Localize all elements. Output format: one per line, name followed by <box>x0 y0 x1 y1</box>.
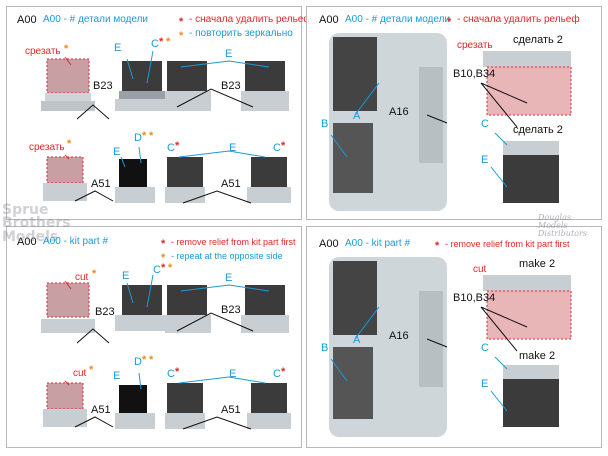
part-label-a51: A51 <box>91 178 111 190</box>
callout-e-en-bottom-right: E <box>229 368 237 380</box>
callout-c-bottom-right: C <box>273 142 281 154</box>
callout-d-en: D <box>134 356 142 368</box>
callout-e-bottom: E <box>113 146 121 158</box>
make2-label-2: сделать 2 <box>513 124 563 136</box>
cut-star-en: * <box>92 268 97 280</box>
douglas-models-watermark: Douglas Models Distributors <box>538 214 587 238</box>
callout-c-en: C <box>153 264 161 276</box>
callout-e: E <box>114 42 122 54</box>
watermark-d-line-2: Models <box>538 221 568 230</box>
part-label-a00-en: A00 <box>17 236 37 248</box>
watermark-line-2: Brothers <box>2 215 71 232</box>
callout-a: A <box>353 110 361 122</box>
part-label-a00-right: A00 <box>319 14 339 26</box>
cut-label-right: срезать <box>457 40 493 51</box>
part-label-b23: B23 <box>93 80 113 92</box>
part-label-a16-en: A16 <box>389 330 409 342</box>
cut-star-bottom: * <box>67 138 72 150</box>
part-label-a16: A16 <box>389 106 409 118</box>
callout-e-bottom-right: E <box>229 142 237 154</box>
cut-label-bottom: срезать <box>29 142 65 153</box>
panel-header-text-right: A00 - # детали модели <box>345 14 451 25</box>
watermark-d-line-1: Douglas <box>538 213 571 222</box>
callout-c-star-red: * <box>159 36 164 48</box>
callout-c-en-bottom: C <box>167 368 175 380</box>
callout-e-en-right: E <box>225 272 233 284</box>
cut-star-en-bottom: * <box>89 364 94 376</box>
callout-c-right: C <box>481 118 489 130</box>
legend-remove-star-en: * <box>161 238 166 250</box>
callout-e-en-bottom: E <box>113 370 121 382</box>
callout-c: C <box>151 38 159 50</box>
sprue-brothers-watermark: Sprue Brothers Models <box>2 202 71 245</box>
part-label-b10b34: B10,B34 <box>453 68 496 80</box>
callout-c-en-star-orange: * <box>168 262 173 274</box>
part-label-a00-en-right: A00 <box>319 238 339 250</box>
callout-c-en-star-red: * <box>161 262 166 274</box>
part-label-b10b34-en: B10,B34 <box>453 292 496 304</box>
callout-c-star-orange: * <box>166 36 171 48</box>
make2-label-en: make 2 <box>519 258 556 270</box>
callout-d-en-star-2: * <box>149 354 154 366</box>
callout-b-en: B <box>321 342 329 354</box>
callout-c-en-bottom-star: * <box>175 366 180 378</box>
legend-mirror-text: - повторить зеркально <box>189 28 293 39</box>
watermark-line-1: Sprue <box>2 202 49 218</box>
part-label-a51-en-right: A51 <box>221 404 241 416</box>
cut-label-en-right: cut <box>473 264 487 275</box>
legend-remove-star-right: * <box>447 16 452 28</box>
panel-bottom-right: A00 A00 - kit part # * - remove relief f… <box>306 226 602 448</box>
panel-header-text-en-right: A00 - kit part # <box>345 238 411 249</box>
callout-d-star-2: * <box>149 130 154 142</box>
part-label-a51-en: A51 <box>91 404 111 416</box>
callout-c-bottom: C <box>167 142 175 154</box>
cut-label-en-bottom: cut <box>73 368 87 379</box>
callout-e-en: E <box>122 270 130 282</box>
bottom-right-illustration <box>329 257 572 437</box>
watermark-d-line-3: Distributors <box>538 229 587 238</box>
callout-d-star-1: * <box>142 130 147 142</box>
legend-remove-star-en-right: * <box>435 240 440 252</box>
part-label-b23-right: B23 <box>221 80 241 92</box>
callout-e-right: E <box>225 48 233 60</box>
part-label-b23-en: B23 <box>95 306 115 318</box>
part-label-a00: A00 <box>17 14 37 26</box>
callout-e-en-right-panel: E <box>481 378 489 390</box>
part-label-a51-right: A51 <box>221 178 241 190</box>
panel-header-text: A00 - # детали модели <box>43 14 149 25</box>
callout-d: D <box>134 132 142 144</box>
part-label-b23-en-right: B23 <box>221 304 241 316</box>
top-left-illustration <box>41 50 291 204</box>
panel-header-text-en: A00 - kit part # <box>43 236 109 247</box>
callout-c-bottom-right-star: * <box>281 140 286 152</box>
legend-remove-star: * <box>179 16 184 28</box>
make2-label: сделать 2 <box>513 34 563 46</box>
make2-label-en-2: make 2 <box>519 350 556 362</box>
cut-label-en: cut <box>75 272 89 283</box>
panel-top-left: A00 A00 - # детали модели * - сначала уд… <box>6 6 312 220</box>
callout-c-en-right-panel: C <box>481 342 489 354</box>
legend-remove-text-en-right: - remove relief from kit part first <box>445 239 570 249</box>
panel-bottom-left: A00 A00 - kit part # * - remove relief f… <box>6 226 302 448</box>
callout-b: B <box>321 118 329 130</box>
cut-star: * <box>64 43 69 55</box>
callout-c-en-bottom-right: C <box>273 368 281 380</box>
panel-top-right: A00 A00 - # детали модели * - сначала уд… <box>306 6 602 220</box>
callout-c-en-bottom-right-star: * <box>281 366 286 378</box>
legend-remove-text: - сначала удалить рельеф <box>189 14 312 25</box>
legend-remove-text-right: - сначала удалить рельеф <box>457 14 580 25</box>
legend-mirror-star-en: * <box>161 252 166 264</box>
callout-c-bottom-star: * <box>175 140 180 152</box>
legend-remove-text-en: - remove relief from kit part first <box>171 237 296 247</box>
cut-label: срезать <box>25 46 61 57</box>
legend-mirror-star: * <box>179 30 184 42</box>
top-right-illustration <box>329 33 572 211</box>
callout-d-en-star-1: * <box>142 354 147 366</box>
legend-mirror-text-en: - repeat at the opposite side <box>171 251 283 261</box>
callout-e-right-panel: E <box>481 154 489 166</box>
callout-a-en: A <box>353 334 361 346</box>
watermark-line-3: Models <box>2 228 59 245</box>
bottom-left-illustration <box>41 274 291 430</box>
